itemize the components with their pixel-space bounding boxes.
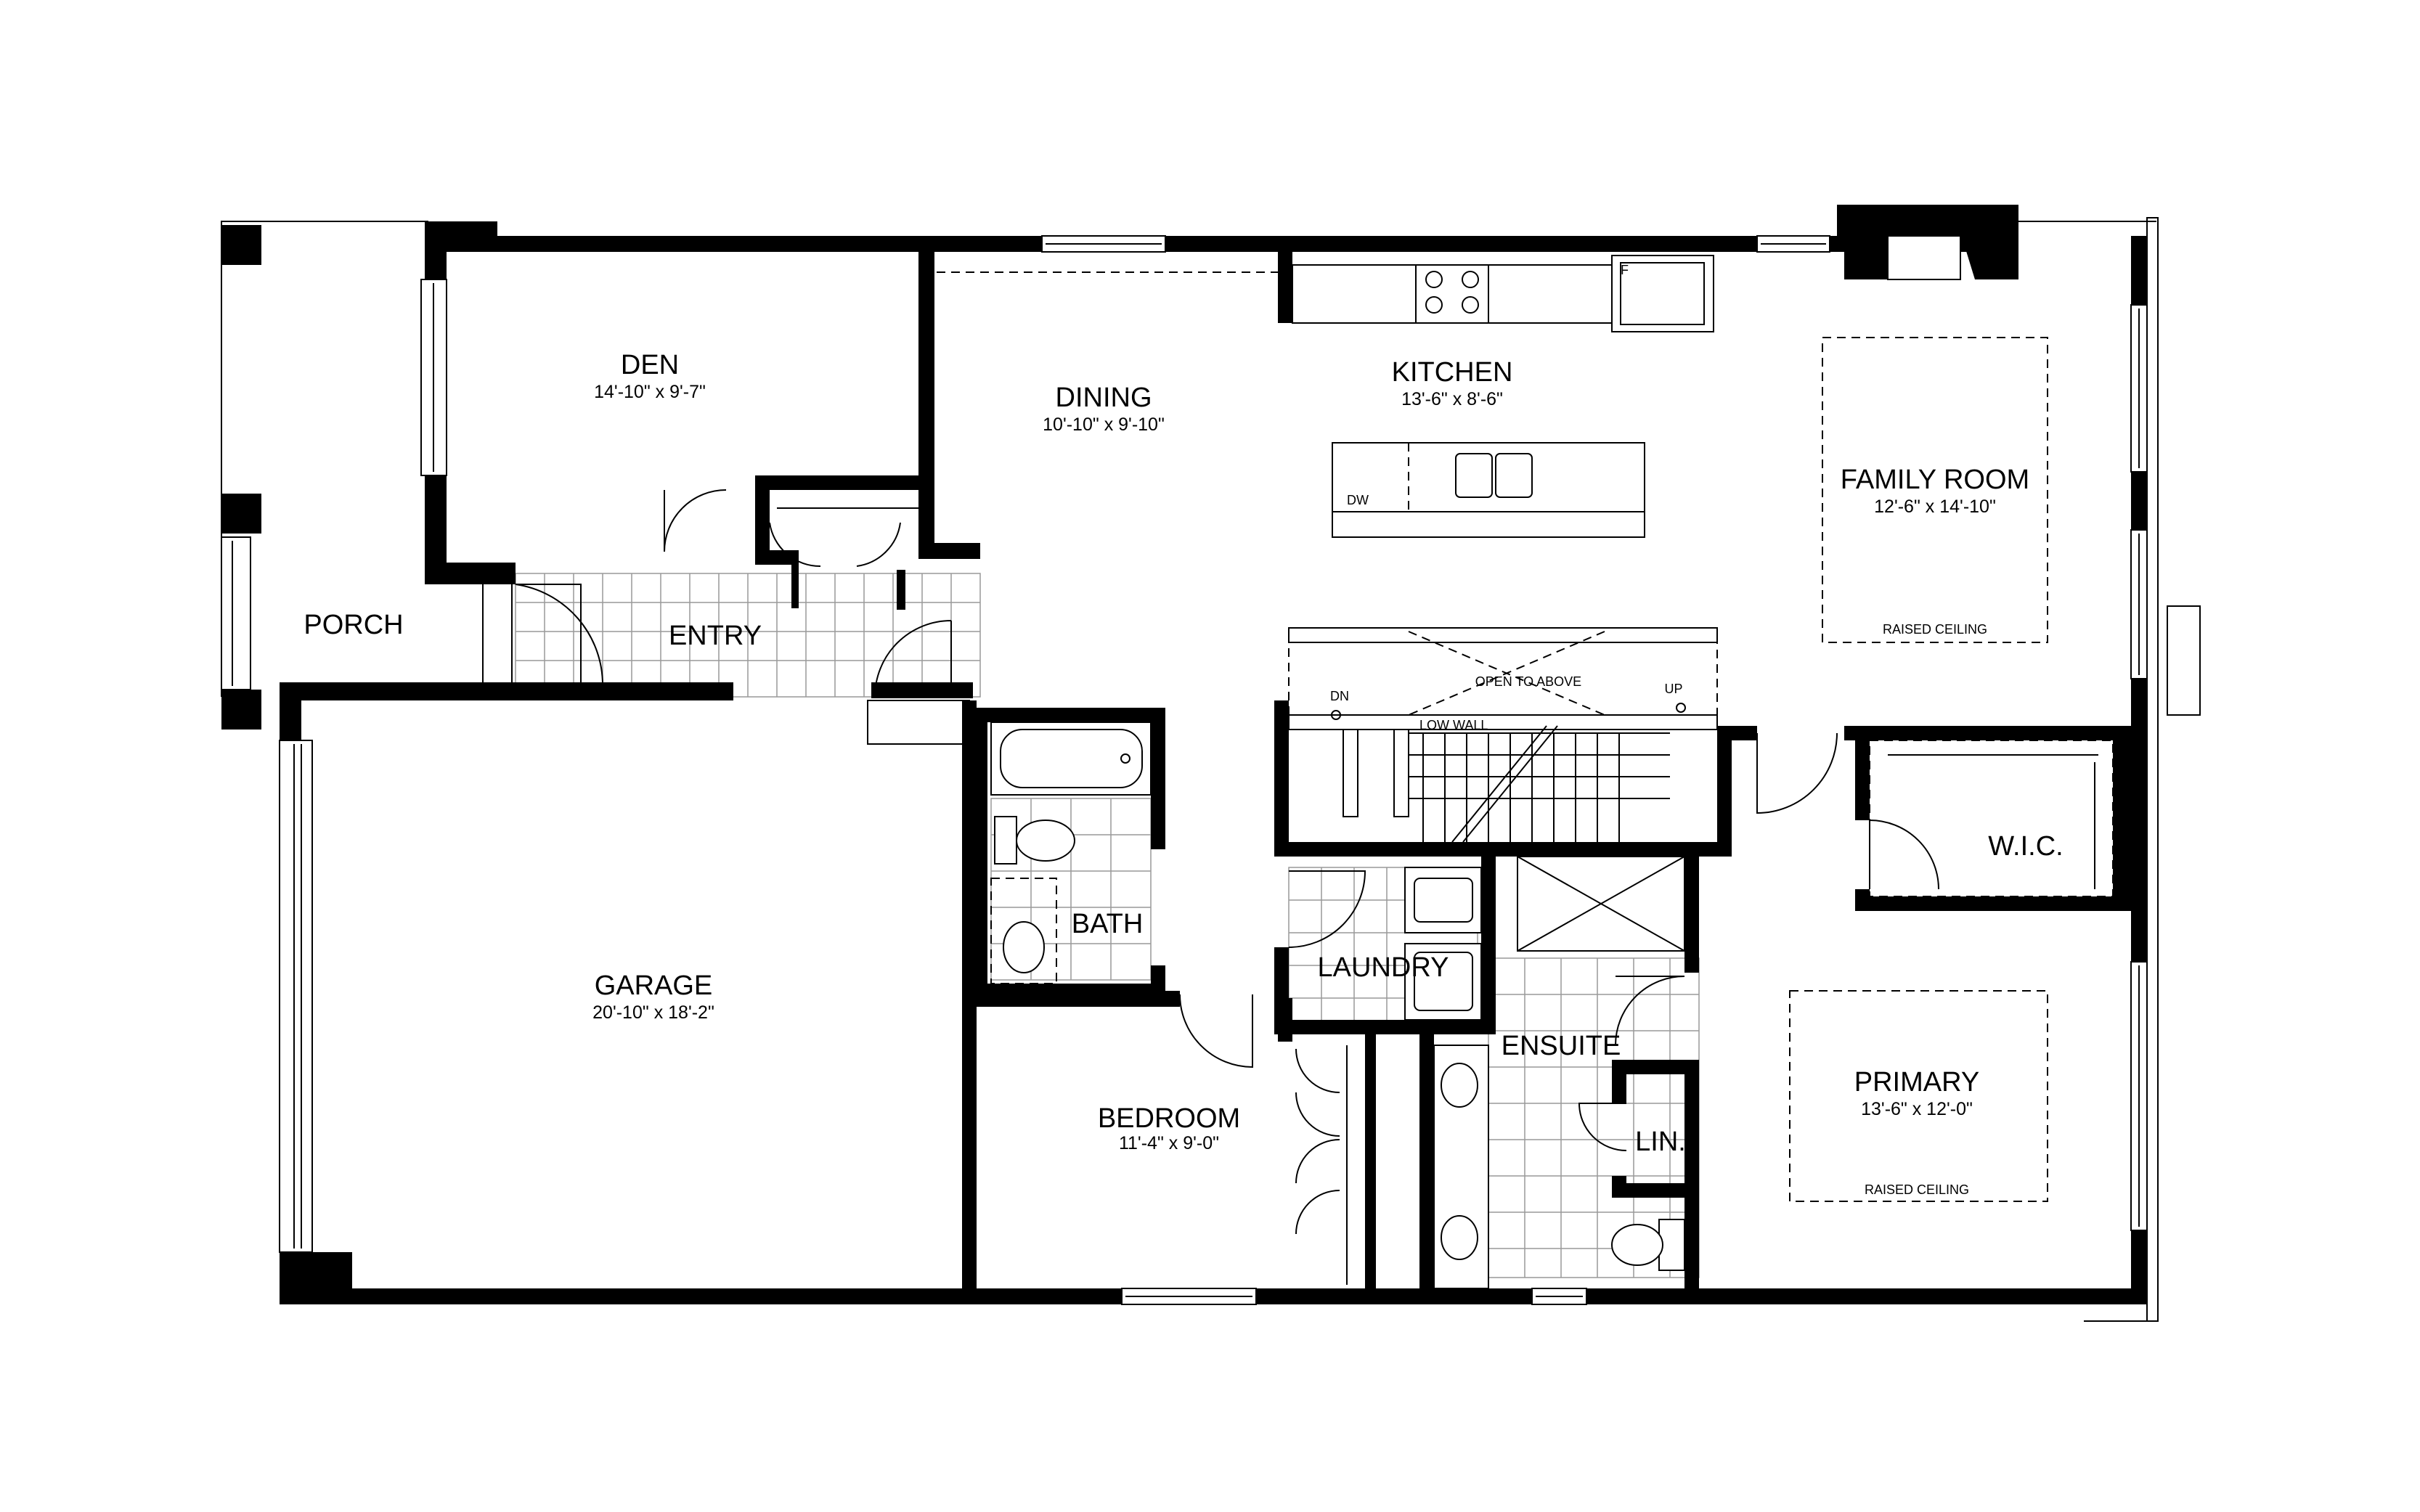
stair-down-label: DN xyxy=(1330,689,1349,703)
kitchen-counter xyxy=(937,250,1714,332)
dining-dims: 10'-10" x 9'-10" xyxy=(1043,414,1165,435)
porch-column xyxy=(221,690,261,730)
entry-name: ENTRY xyxy=(669,621,762,651)
porch-column xyxy=(221,494,261,534)
den-dims: 14'-10" x 9'-7" xyxy=(594,382,706,402)
kitchen-dims: 13'-6" x 8'-6" xyxy=(1401,389,1503,409)
closet-door[interactable] xyxy=(664,489,727,552)
garage-name: GARAGE xyxy=(595,970,713,1001)
primary-raised-ceiling xyxy=(1789,990,2048,1202)
wic-shelving xyxy=(1869,740,2114,897)
exterior-walls xyxy=(280,205,2147,1304)
ensuite-toilet xyxy=(1611,1219,1685,1271)
family-raised-ceiling xyxy=(1822,337,2048,643)
wic-door[interactable] xyxy=(1869,820,1939,890)
dining-name: DINING xyxy=(1056,383,1152,413)
open-to-above-label: OPEN TO ABOVE xyxy=(1475,674,1581,689)
bedroom-dims: 11'-4" x 9'-0" xyxy=(1119,1133,1219,1153)
family-raised-ceiling-label: RAISED CEILING xyxy=(1883,622,1987,637)
garage-dims: 20'-10" x 18'-2" xyxy=(592,1002,714,1023)
wic-name: W.I.C. xyxy=(1988,831,2063,862)
low-wall-label: LOW WALL xyxy=(1419,718,1488,732)
front-door[interactable] xyxy=(515,584,604,687)
bedroom-closet-doors[interactable] xyxy=(1295,1048,1340,1137)
garage-door[interactable] xyxy=(279,740,313,1253)
den-name: DEN xyxy=(621,350,679,380)
primary-name: PRIMARY xyxy=(1854,1067,1979,1098)
bath-name: BATH xyxy=(1072,909,1144,939)
ensuite-vanity xyxy=(1433,1045,1489,1289)
fridge-label: F xyxy=(1621,263,1629,277)
laundry-name: LAUNDRY xyxy=(1318,952,1449,983)
primary-door[interactable] xyxy=(1756,732,1838,814)
sink xyxy=(1455,453,1493,498)
stairs xyxy=(1288,627,1718,843)
family-room-dims: 12'-6" x 14'-10" xyxy=(1874,496,1996,517)
linen-name: LIN. xyxy=(1635,1127,1686,1157)
interior-walls xyxy=(755,250,2135,1303)
porch-name: PORCH xyxy=(303,610,403,640)
sink xyxy=(1495,453,1533,498)
bedroom-name: BEDROOM xyxy=(1098,1103,1240,1134)
bathtub xyxy=(990,722,1152,796)
porch-column xyxy=(221,225,261,265)
primary-raised-ceiling-label: RAISED CEILING xyxy=(1865,1182,1969,1197)
dishwasher-label: DW xyxy=(1347,493,1369,507)
dryer xyxy=(1404,943,1482,1021)
primary-dims: 13'-6" x 12'-0" xyxy=(1861,1099,1973,1119)
toilet xyxy=(994,816,1075,865)
doors[interactable] xyxy=(515,489,1939,1235)
windows xyxy=(420,217,2201,1322)
bedroom-door[interactable] xyxy=(1179,994,1253,1068)
ensuite-door[interactable] xyxy=(1615,976,1685,1046)
fridge xyxy=(1611,255,1714,332)
kitchen-name: KITCHEN xyxy=(1392,357,1513,388)
linen-door[interactable] xyxy=(1578,1103,1627,1151)
stair-up-label: UP xyxy=(1664,682,1682,696)
porch xyxy=(221,221,513,730)
cooktop xyxy=(1415,264,1489,324)
kitchen-island xyxy=(1332,442,1645,538)
ensuite-name: ENSUITE xyxy=(1502,1031,1621,1061)
family-room-name: FAMILY ROOM xyxy=(1841,465,2029,495)
laundry-door[interactable] xyxy=(1288,870,1366,948)
bath-vanity xyxy=(990,878,1057,984)
garage-entry-door[interactable] xyxy=(874,620,952,698)
bump-out xyxy=(2167,605,2201,716)
washer xyxy=(1404,867,1482,933)
